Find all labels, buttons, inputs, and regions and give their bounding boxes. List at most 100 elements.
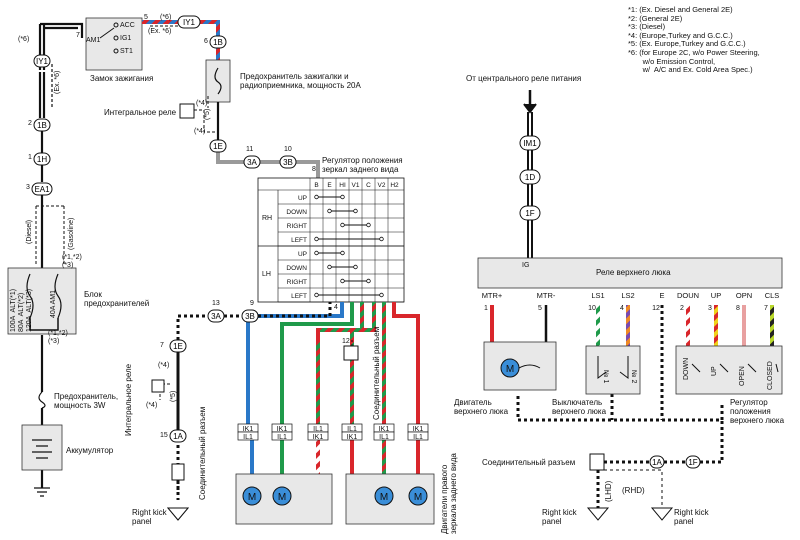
table-contact: [353, 264, 358, 270]
connector-iy1-top: [177, 15, 201, 29]
svg-text:UP: UP: [711, 366, 718, 376]
label-from-main-relay: От центрального реле питания: [466, 74, 582, 83]
label-sunroof-regulator: Регулятор положения верхнего люка: [730, 398, 785, 425]
relay-pin-number: 12: [652, 305, 660, 312]
label-rhd: (RHD): [622, 486, 645, 495]
connector-1e-left: [169, 339, 187, 353]
svg-text:IY1: IY1: [36, 57, 49, 66]
connector-il1-label: IL1: [277, 434, 287, 441]
connector-il1-label: IL1: [243, 434, 253, 441]
table-contact: [314, 236, 319, 242]
label-star5b: (*5): [170, 390, 177, 402]
table-col-v2: V2: [378, 182, 386, 189]
ignition-switch: ACC AM1 IG1 ST1: [85, 17, 143, 71]
svg-text:1F: 1F: [688, 458, 697, 467]
label-sunroof-relay: Реле верхнего люка: [596, 268, 671, 277]
connector-il1: [237, 431, 259, 441]
relay-pin-number: 3: [708, 305, 712, 312]
mirror-motor-right-1: [374, 486, 394, 506]
relay-pin-mtr: MTR-: [537, 291, 556, 300]
svg-text:1A: 1A: [652, 458, 662, 467]
label-sunroof-motor: Двигатель верхнего люка: [454, 398, 509, 416]
connector-3b-bottom: [241, 309, 259, 323]
relay-pin-number: 5: [538, 305, 542, 312]
label-star4b: (*4): [194, 128, 206, 135]
svg-text:3B: 3B: [283, 158, 293, 167]
cig-fuse: [205, 59, 231, 140]
label-star12-3: (*1,*2) (*3): [62, 254, 82, 269]
svg-text:1E: 1E: [173, 342, 183, 351]
table-row-up: UP: [298, 195, 307, 202]
relay-pin-number: 2: [680, 305, 684, 312]
connector-ea1: [31, 182, 53, 196]
connector-1e-top: [209, 139, 227, 153]
battery: [21, 424, 63, 471]
relay-ig-label: IG: [522, 262, 530, 269]
table-rh-label: RH: [262, 215, 272, 222]
svg-text:IG1: IG1: [120, 35, 131, 42]
svg-text:1B: 1B: [37, 121, 47, 130]
sunroof-power: [523, 90, 537, 258]
table-contact: [314, 292, 319, 298]
connector-il1: [271, 431, 293, 441]
mirror-motor-left-1: [242, 486, 262, 506]
svg-text:CLOSED: CLOSED: [767, 361, 774, 390]
label-star4d: (*4): [146, 402, 158, 409]
label-star6b: (*6): [18, 36, 30, 43]
connector-il1: [407, 431, 429, 441]
connector-pills-right: IM1 1D 1F 1A 1F: [519, 135, 701, 469]
label-star4c: (*4): [158, 362, 170, 369]
table-col-v1: V1: [352, 182, 360, 189]
mirror-motor-symbol: M: [278, 492, 286, 503]
pin-9: 9: [250, 300, 254, 307]
svg-text:EA1: EA1: [34, 185, 50, 194]
table-row-left: LEFT: [291, 293, 307, 300]
pin-5: 5: [144, 14, 148, 21]
pin-3: 3: [26, 184, 30, 191]
connector-ik1: [341, 431, 363, 441]
label-fuse-block: Блок предохранителей: [84, 290, 150, 308]
connector-1f-right: [685, 455, 701, 469]
connector-1f: [519, 205, 541, 221]
table-contact: [366, 222, 371, 228]
connector-3b-top: [279, 155, 297, 169]
relay-pin-cls: CLS: [765, 291, 780, 300]
pin-15: 15: [160, 432, 168, 439]
connector-3a-top: [243, 155, 261, 169]
connector-il1-label: IL1: [313, 426, 323, 433]
pin-12: 12: [342, 338, 350, 345]
table-contact: [353, 208, 358, 214]
table-col-b: B: [314, 182, 318, 189]
connector-ik1-label: IK1: [313, 434, 324, 441]
mirror-motor-symbol: M: [414, 492, 422, 503]
pin-2: 2: [28, 120, 32, 127]
connector-pills-mirror: 3A 3B 1E 1A: [169, 309, 259, 443]
svg-text:IY1: IY1: [183, 18, 196, 27]
connector-il1-label: IL1: [347, 426, 357, 433]
label-integral-relay-top: Интегральное реле: [104, 108, 177, 117]
svg-text:3A: 3A: [247, 158, 257, 167]
label-ignition-switch: Замок зажигания: [90, 74, 154, 83]
connector-ik1-label: IK1: [379, 426, 390, 433]
table-contact: [366, 278, 371, 284]
pin-1: 1: [28, 154, 32, 161]
relay-pin-number: 8: [736, 305, 740, 312]
table-lh-label: LH: [262, 271, 271, 278]
relay-pin-number: 4: [620, 305, 624, 312]
connector-il1-label: IL1: [379, 434, 389, 441]
label-mirror-regulator: Регулятор положения зеркал заднего вида: [322, 156, 403, 174]
table-col-hi: HI: [339, 182, 346, 189]
connector-1a-left: [169, 429, 187, 443]
connector-ik1-label: IK1: [347, 434, 358, 441]
label-connector-mid: Соединительный разъем: [372, 326, 381, 420]
pin-11: 11: [246, 146, 254, 153]
table-contact: [314, 194, 319, 200]
mirror-motor-right-2: [408, 486, 428, 506]
table-contact: [314, 250, 319, 256]
pin-8: 8: [312, 166, 316, 173]
svg-text:IM1: IM1: [523, 139, 537, 148]
connector-ik1-label: IK1: [277, 426, 288, 433]
